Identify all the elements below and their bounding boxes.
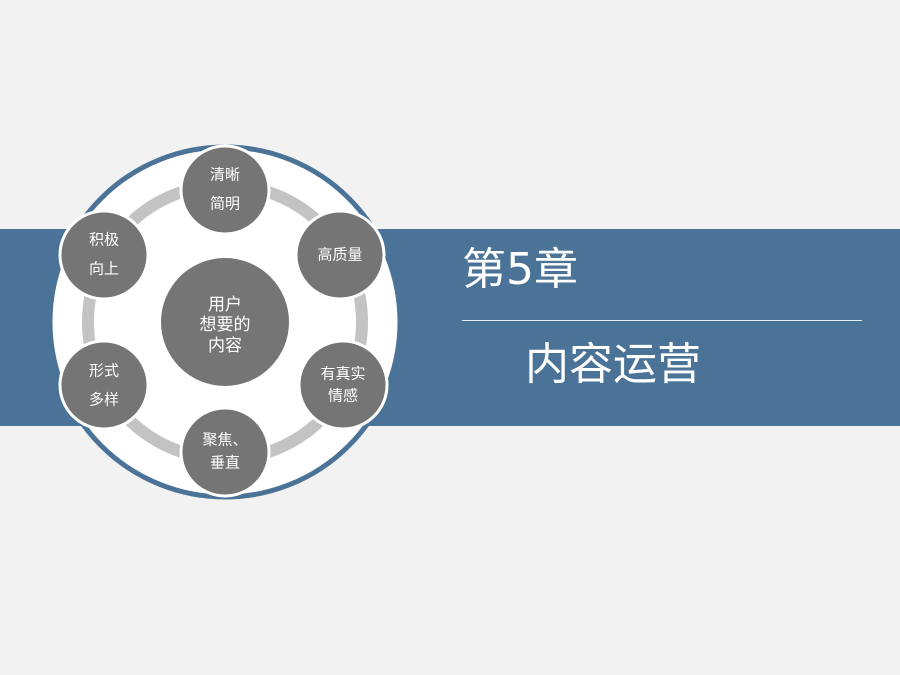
node-label-line-2: 垂直 — [210, 454, 240, 472]
node-circle — [297, 339, 389, 431]
center-label-line-3: 内容 — [208, 336, 242, 356]
node-label-line-1: 聚焦、 — [202, 431, 247, 449]
node-label-line-1: 积极 — [89, 231, 119, 249]
center-label-line-1: 用户 — [208, 295, 242, 315]
node-label-line-1: 形式 — [89, 362, 119, 380]
chapter-number: 第5章 — [462, 244, 578, 295]
node-label-line-2: 简明 — [210, 195, 240, 213]
node-circle — [58, 209, 150, 301]
node-focused-vertical: 聚焦、 垂直 — [179, 406, 271, 498]
node-label-line-2: 情感 — [328, 387, 358, 405]
chapter-title: 内容运营 — [525, 339, 701, 390]
node-circle — [179, 406, 271, 498]
center-node: 用户 想要的 内容 — [161, 258, 289, 386]
node-diverse-forms: 形式 多样 — [58, 339, 150, 431]
node-label-line-1: 有真实 — [320, 365, 365, 383]
node-high-quality: 高质量 — [294, 209, 386, 301]
center-circle — [161, 258, 289, 386]
node-label-line-1: 高质量 — [317, 246, 362, 264]
node-circle — [179, 144, 271, 236]
node-circle — [58, 339, 150, 431]
node-positive-uplifting: 积极 向上 — [58, 209, 150, 301]
node-label-line-1: 清晰 — [210, 166, 240, 184]
node-circle — [294, 209, 386, 301]
node-authentic-emotion: 有真实 情感 — [297, 339, 389, 431]
node-label-line-2: 向上 — [89, 260, 119, 278]
title-divider — [462, 320, 862, 321]
node-label-line-2: 多样 — [89, 391, 119, 409]
center-label-line-2: 想要的 — [200, 315, 251, 335]
node-clear-concise: 清晰 简明 — [179, 144, 271, 236]
